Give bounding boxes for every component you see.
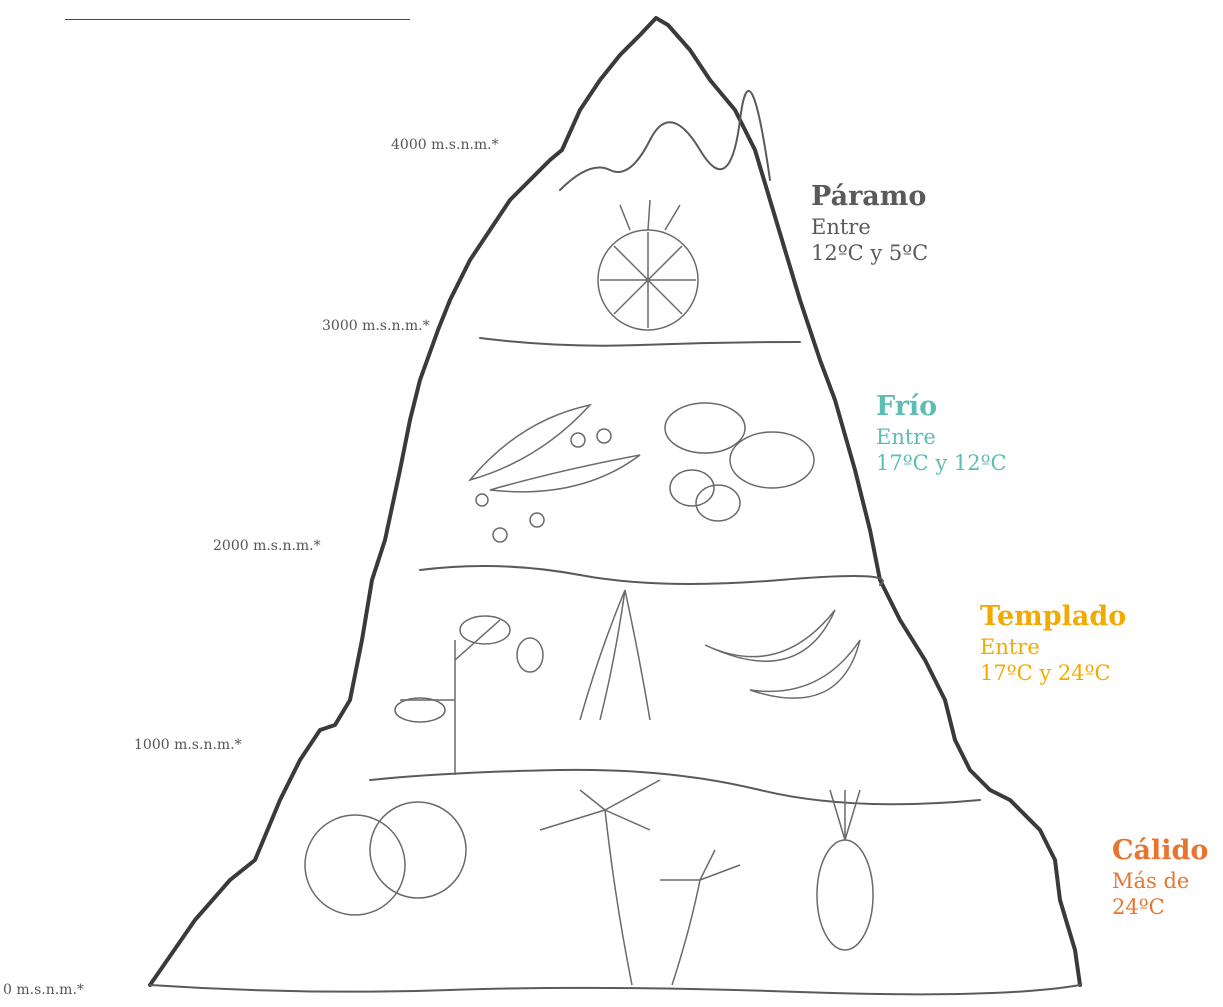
zone-calido-name: Cálido (1112, 834, 1208, 868)
altitude-label-2000: 2000 m.s.n.m.* (213, 538, 321, 554)
zone-frio: Frío Entre 17ºC y 12ºC (876, 390, 1007, 476)
snow-line (560, 91, 770, 190)
zone-calido-range: 24ºC (1112, 894, 1208, 920)
zone-paramo: Páramo Entre 12ºC y 5ºC (811, 180, 928, 266)
potatoes-illustration (665, 403, 814, 521)
zone-paramo-name: Páramo (811, 180, 928, 214)
zone-templado-line1: Entre (980, 634, 1126, 660)
boundary-3000 (480, 338, 800, 346)
pea-pods-illustration (470, 405, 640, 542)
ground-line (150, 985, 1080, 994)
altitude-label-0: 0 m.s.n.m.* (3, 982, 84, 998)
bananas-illustration (705, 610, 860, 698)
altitude-label-3000: 3000 m.s.n.m.* (322, 318, 430, 334)
zone-templado-name: Templado (980, 600, 1126, 634)
pineapple-illustration (817, 790, 873, 950)
boundary-2000 (420, 566, 883, 585)
mountain-outline (150, 18, 1080, 985)
altitude-label-1000: 1000 m.s.n.m.* (134, 737, 242, 753)
cassava-illustration (580, 590, 650, 720)
zone-calido: Cálido Más de 24ºC (1112, 834, 1208, 920)
zone-templado: Templado Entre 17ºC y 24ºC (980, 600, 1126, 686)
zone-calido-line1: Más de (1112, 868, 1208, 894)
coffee-plant-illustration (395, 616, 543, 775)
altitude-label-4000: 4000 m.s.n.m.* (391, 137, 499, 153)
zone-frio-line1: Entre (876, 424, 1007, 450)
palm-trees-illustration (540, 780, 740, 985)
zone-paramo-range: 12ºC y 5ºC (811, 240, 928, 266)
zone-paramo-line1: Entre (811, 214, 928, 240)
boundary-1000 (370, 770, 980, 804)
frailejon-illustration (598, 200, 698, 330)
zone-templado-range: 17ºC y 24ºC (980, 660, 1126, 686)
zone-frio-range: 17ºC y 12ºC (876, 450, 1007, 476)
oranges-illustration (305, 802, 466, 915)
zone-frio-name: Frío (876, 390, 1007, 424)
